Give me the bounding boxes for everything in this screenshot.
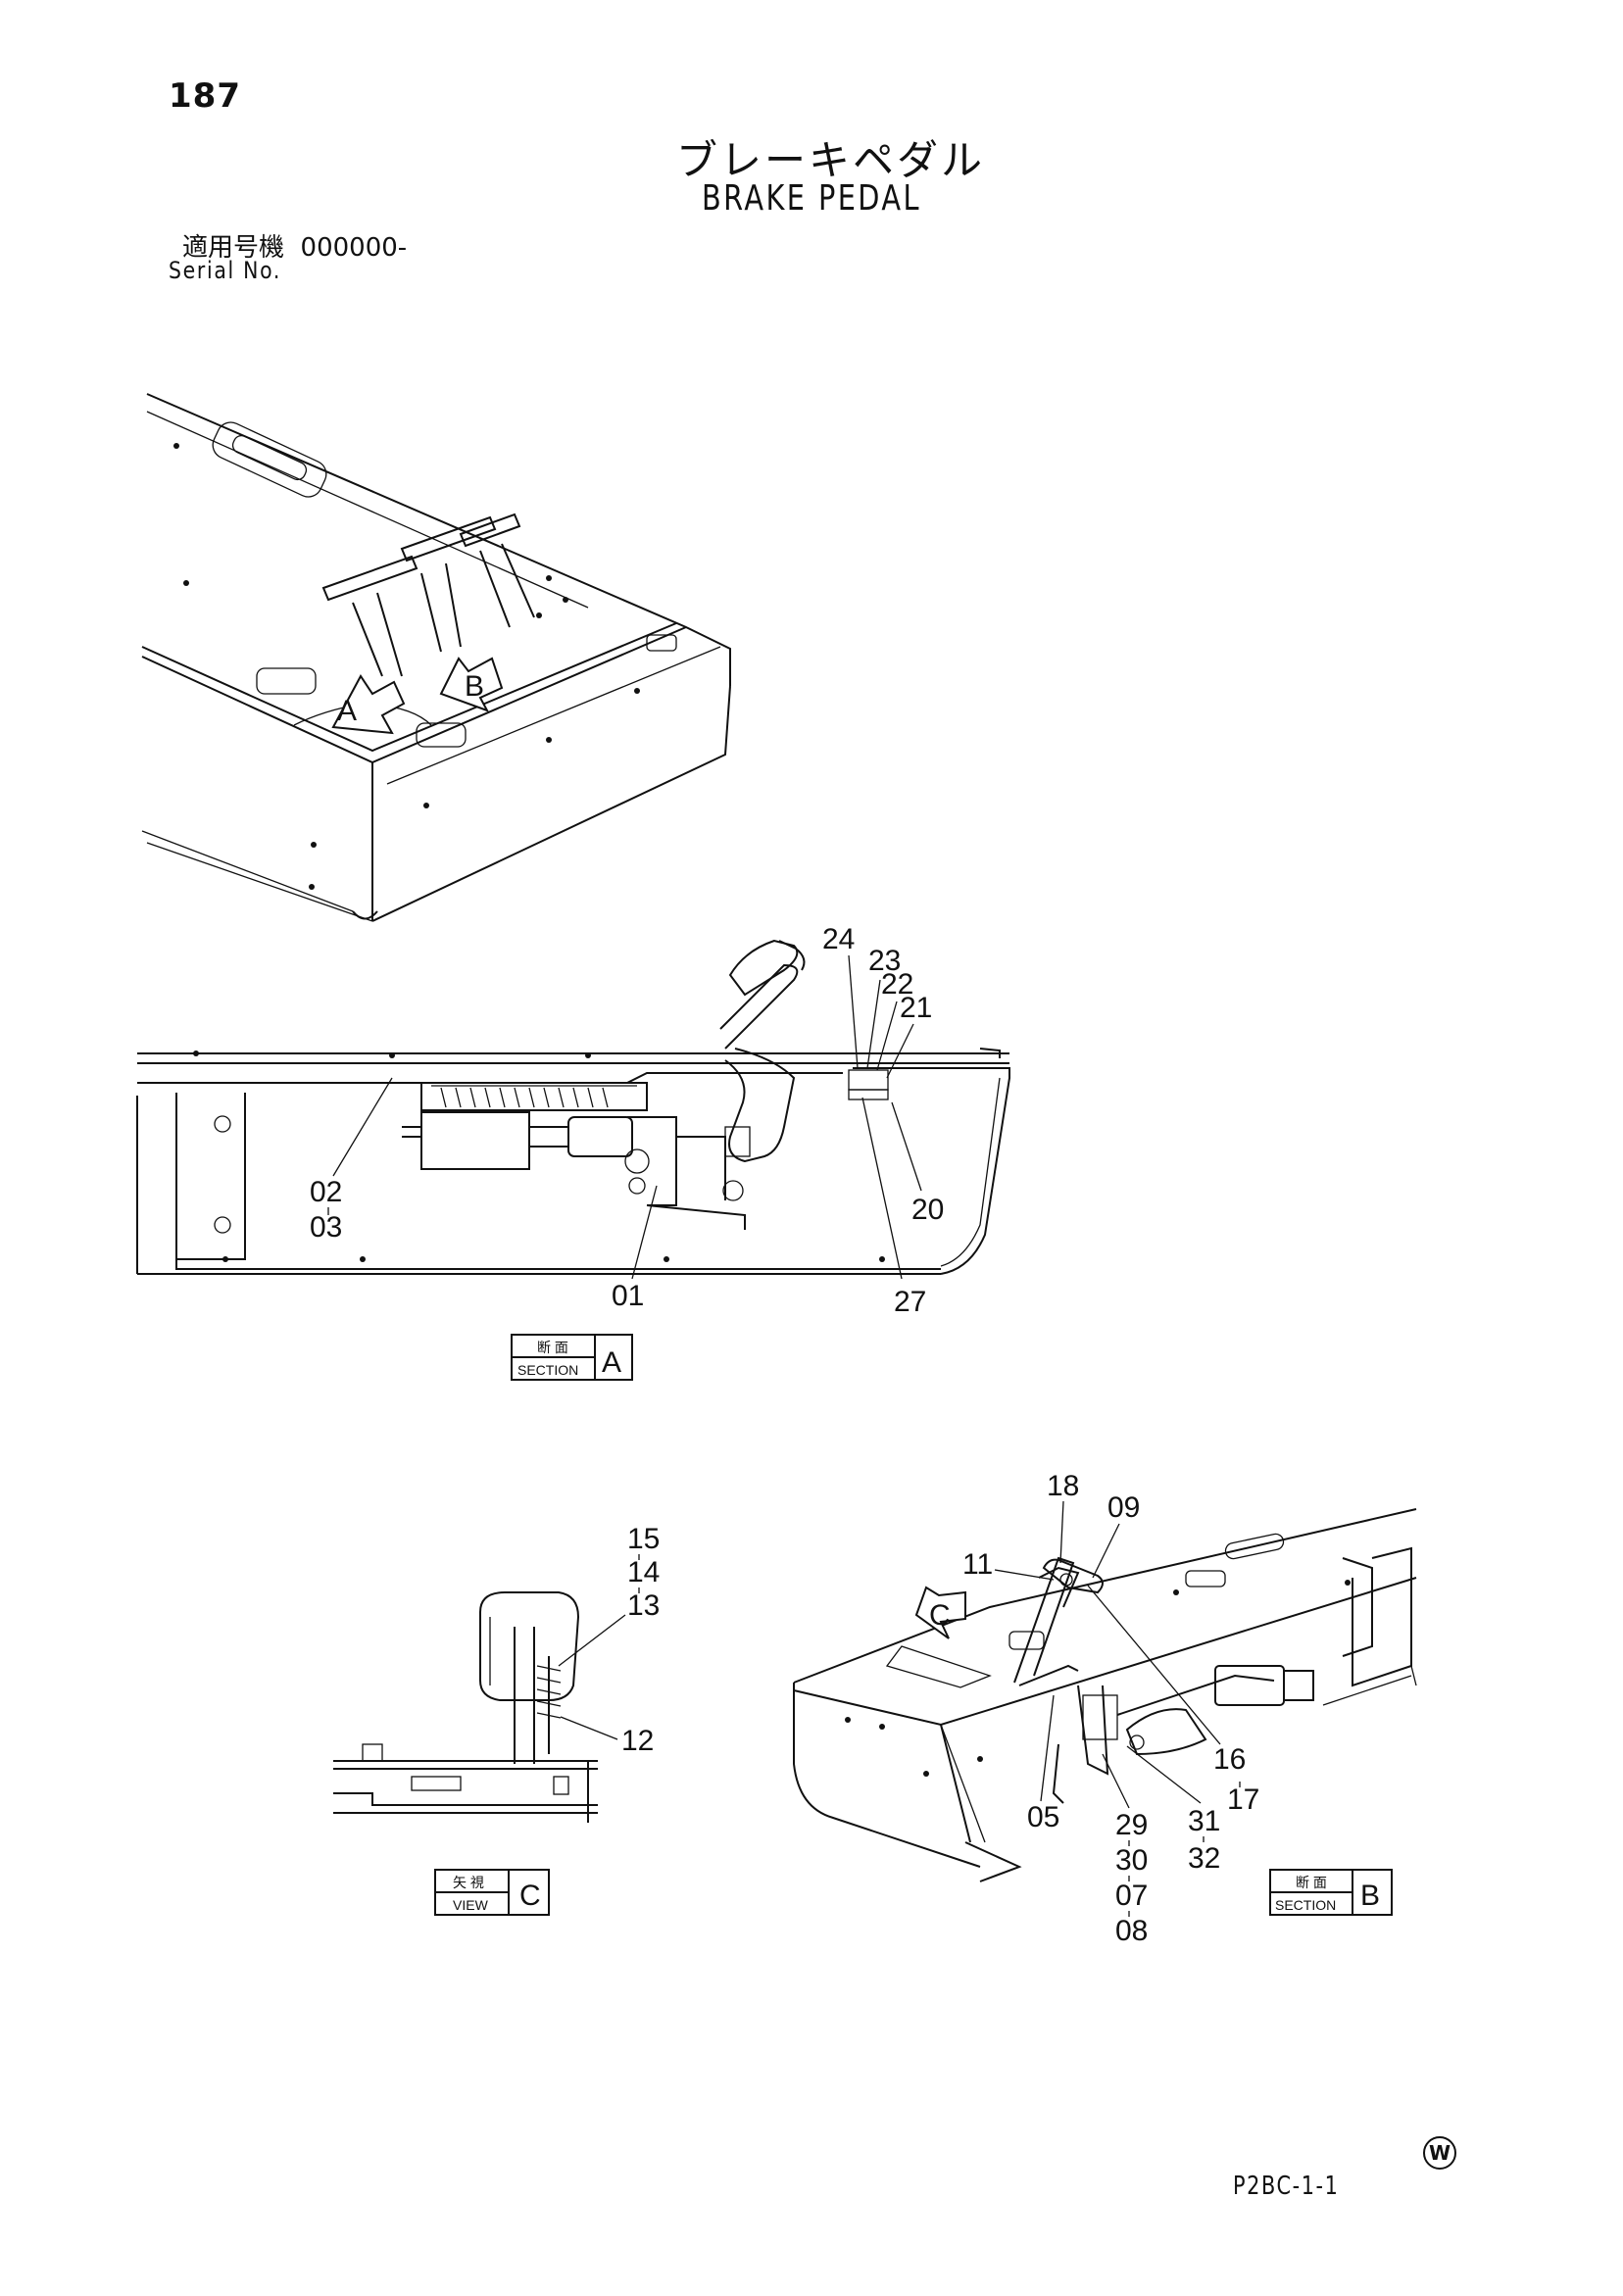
section-a-letter: A [602,1346,621,1379]
applicability-value: 000000- [300,233,408,263]
applicability: 適用号機 000000- [182,227,407,264]
section-a-box: 断 面 SECTION A [511,1334,633,1381]
callout: 02 [310,1176,342,1208]
section-a-en: SECTION [517,1362,578,1378]
callout: 24 [822,923,855,955]
callout: 12 [621,1725,654,1757]
callout: 20 [911,1194,944,1226]
callout: 15 [627,1523,660,1555]
view-c-en: VIEW [453,1897,489,1913]
callout: 11 [962,1548,993,1581]
arrow-a-letter: A [337,695,357,727]
view-c-box: 矢 視 VIEW C [434,1869,550,1916]
section-b-box: 断 面 SECTION B [1269,1869,1393,1916]
callout: 30 [1115,1844,1148,1877]
title-japanese: ブレーキペダル [676,136,986,184]
callout: 08 [1115,1915,1148,1947]
applicability-label: 適用号機 [182,233,285,263]
callout: 09 [1107,1491,1140,1524]
serial-label: Serial No. [169,257,282,284]
title-english: BRAKE PEDAL [702,178,921,219]
callout: 27 [894,1286,926,1318]
callout: 13 [627,1589,660,1622]
view-c-letter: C [519,1880,541,1912]
section-b-en: SECTION [1275,1897,1336,1913]
callout: 23 [868,945,901,977]
arrow-c: C [914,1586,966,1639]
callout: 17 [1227,1783,1259,1816]
callout: 07 [1115,1880,1148,1912]
arrow-a: A [331,674,406,735]
section-b-drawing [793,1508,1417,1882]
w-mark: W [1423,2136,1456,2170]
arrow-c-letter: C [929,1599,951,1632]
section-b-callouts: 18 09 11 16 17 31 32 29 30 07 08 05 [962,1470,1259,1947]
section-a-callouts: 24 23 22 21 20 27 01 02 03 [310,923,944,1318]
section-b-jp: 断 面 [1296,1875,1327,1890]
overview-drawing [141,393,731,922]
arrow-b: B [439,657,504,712]
page-number: 187 [169,76,241,116]
view-c-callouts: 15 14 13 12 [558,1523,660,1757]
callout: 05 [1027,1801,1059,1833]
view-c-drawing [333,1591,598,1823]
view-c-jp: 矢 視 [453,1875,484,1890]
callout: 03 [310,1211,342,1244]
callout: 29 [1115,1809,1148,1841]
callout: 16 [1213,1743,1246,1776]
section-b-letter: B [1360,1880,1380,1912]
callout: 14 [627,1556,660,1588]
arrow-b-letter: B [465,670,484,703]
section-a-jp: 断 面 [537,1340,568,1355]
callout: 22 [881,968,913,1001]
callout: 21 [900,992,932,1024]
section-a-drawing [136,939,1010,1275]
callout: 18 [1047,1470,1079,1502]
callout: 32 [1188,1842,1220,1875]
page-code: P2BC-1-1 [1233,2172,1340,2201]
callout: 01 [612,1280,644,1312]
callout: 31 [1188,1805,1220,1837]
